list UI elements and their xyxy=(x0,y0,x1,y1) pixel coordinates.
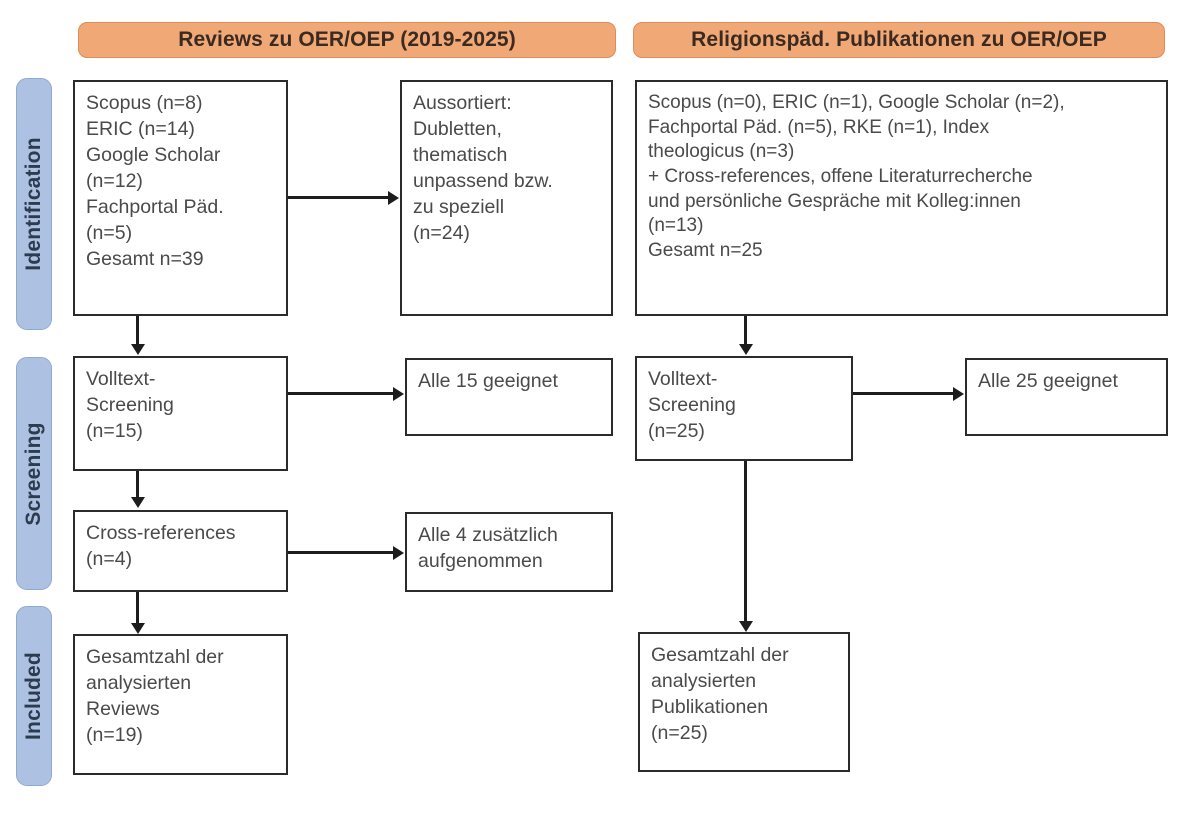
banner-left-column: Reviews zu OER/OEP (2019-2025) xyxy=(78,22,616,58)
connector-left-identification-to-excluded xyxy=(288,196,388,199)
phase-screening-label: Screening xyxy=(22,421,45,526)
connector-right-identification-to-screening xyxy=(744,316,747,344)
arrowhead-left-crossrefs-to-included xyxy=(130,623,145,634)
box-left-fulltext-screening: Volltext- Screening (n=15) xyxy=(73,356,288,471)
box-left-screening-result: Alle 15 geeignet xyxy=(405,358,613,436)
connector-right-screening-to-result xyxy=(853,392,953,395)
arrowhead-left-crossrefs-to-result xyxy=(393,545,404,560)
box-left-crossrefs-result: Alle 4 zusätzlich aufgenommen xyxy=(405,512,613,592)
phase-included: Included xyxy=(16,606,52,786)
box-left-crossrefs: Cross-references (n=4) xyxy=(73,510,288,592)
box-right-identification-sources: Scopus (n=0), ERIC (n=1), Google Scholar… xyxy=(635,80,1168,316)
arrowhead-left-identification-to-excluded xyxy=(388,190,399,205)
phase-identification: Identification xyxy=(16,78,52,330)
connector-left-crossrefs-to-included xyxy=(136,592,139,623)
connector-left-identification-to-screening xyxy=(136,316,139,344)
arrowhead-left-identification-to-screening xyxy=(130,344,145,355)
connector-right-screening-to-included xyxy=(744,461,747,621)
arrowhead-right-screening-to-result xyxy=(953,386,964,401)
phase-identification-label: Identification xyxy=(22,137,45,271)
arrowhead-right-identification-to-screening xyxy=(738,344,753,355)
connector-left-screening-to-result xyxy=(288,392,393,395)
box-left-identification-sources: Scopus (n=8) ERIC (n=14) Google Scholar … xyxy=(73,80,288,316)
banner-right-column: Religionspäd. Publikationen zu OER/OEP xyxy=(633,22,1165,58)
connector-left-screening-to-crossrefs xyxy=(136,471,139,497)
arrowhead-left-screening-to-result xyxy=(393,386,404,401)
box-left-excluded: Aussortiert: Dubletten, thematisch unpas… xyxy=(400,80,613,316)
arrowhead-right-screening-to-included xyxy=(738,621,753,632)
phase-included-label: Included xyxy=(22,652,45,740)
box-left-included-total: Gesamtzahl der analysierten Reviews (n=1… xyxy=(73,634,288,775)
connector-left-crossrefs-to-result xyxy=(288,551,393,554)
arrowhead-left-screening-to-crossrefs xyxy=(130,497,145,508)
box-right-screening-result: Alle 25 geeignet xyxy=(965,358,1168,436)
box-right-included-total: Gesamtzahl der analysierten Publikatione… xyxy=(638,632,850,772)
phase-screening: Screening xyxy=(16,357,52,590)
box-right-fulltext-screening: Volltext- Screening (n=25) xyxy=(635,356,853,461)
